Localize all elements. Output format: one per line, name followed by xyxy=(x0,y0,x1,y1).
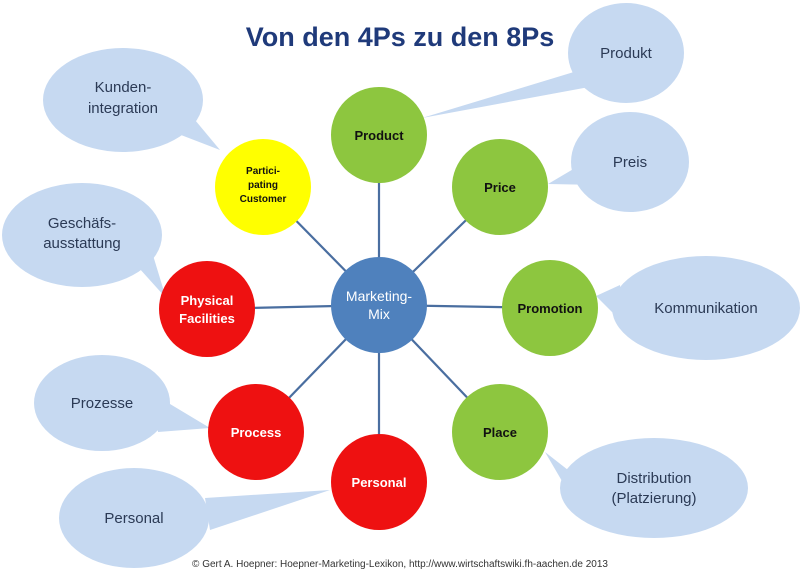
node-place: Place xyxy=(452,384,548,480)
bubble-personal-label: Personal xyxy=(104,510,163,527)
bubble-personal: Personal xyxy=(59,468,330,568)
node-participating-line1: Partici- xyxy=(246,166,280,177)
bubble-kunden: Kunden- integration xyxy=(43,48,220,152)
node-physical-line1: Physical xyxy=(181,293,234,308)
center-line2: Mix xyxy=(368,306,390,322)
bubble-kommunikation: Kommunikation xyxy=(596,256,800,360)
bubble-preis-label: Preis xyxy=(613,154,647,171)
bubble-geschaeft-line1: Geschäfs- xyxy=(48,215,116,232)
node-participating-line2: pating xyxy=(248,180,278,191)
bubble-kunden-line1: Kunden- xyxy=(95,79,152,96)
bubble-preis: Preis xyxy=(548,112,689,212)
bubble-geschaeft-line2: ausstattung xyxy=(43,235,121,252)
node-participating-line3: Customer xyxy=(240,194,287,205)
node-physical-line2: Facilities xyxy=(179,311,235,326)
node-product: Product xyxy=(331,87,427,183)
diagram-title: Von den 4Ps zu den 8Ps xyxy=(246,22,555,52)
bubble-produkt-label: Produkt xyxy=(600,45,653,62)
node-physical-facilities: Physical Facilities xyxy=(159,261,255,357)
node-process-label: Process xyxy=(231,425,282,440)
node-personal: Personal xyxy=(331,434,427,530)
bubble-prozesse: Prozesse xyxy=(34,355,210,451)
node-price-label: Price xyxy=(484,180,516,195)
bubble-kunden-line2: integration xyxy=(88,100,158,117)
node-process: Process xyxy=(208,384,304,480)
node-marketing-mix: Marketing- Mix xyxy=(331,257,427,353)
copyright-footer: © Gert A. Hoepner: Hoepner-Marketing-Lex… xyxy=(192,559,608,570)
bubble-distribution-line2: (Platzierung) xyxy=(611,490,696,507)
bubble-kommunikation-label: Kommunikation xyxy=(654,300,757,317)
bubble-distribution-line1: Distribution xyxy=(616,470,691,487)
bubble-prozesse-label: Prozesse xyxy=(71,395,134,412)
bubble-geschaeft: Geschäfs- ausstattung xyxy=(2,183,166,298)
center-line1: Marketing- xyxy=(346,288,412,304)
bubble-produkt: Produkt xyxy=(422,3,684,118)
node-participating-customer: Partici- pating Customer xyxy=(215,139,311,235)
bubble-distribution: Distribution (Platzierung) xyxy=(545,438,748,538)
node-promotion-label: Promotion xyxy=(518,301,583,316)
node-personal-label: Personal xyxy=(352,475,407,490)
node-price: Price xyxy=(452,139,548,235)
node-product-label: Product xyxy=(354,128,404,143)
node-place-label: Place xyxy=(483,425,517,440)
node-promotion: Promotion xyxy=(502,260,598,356)
